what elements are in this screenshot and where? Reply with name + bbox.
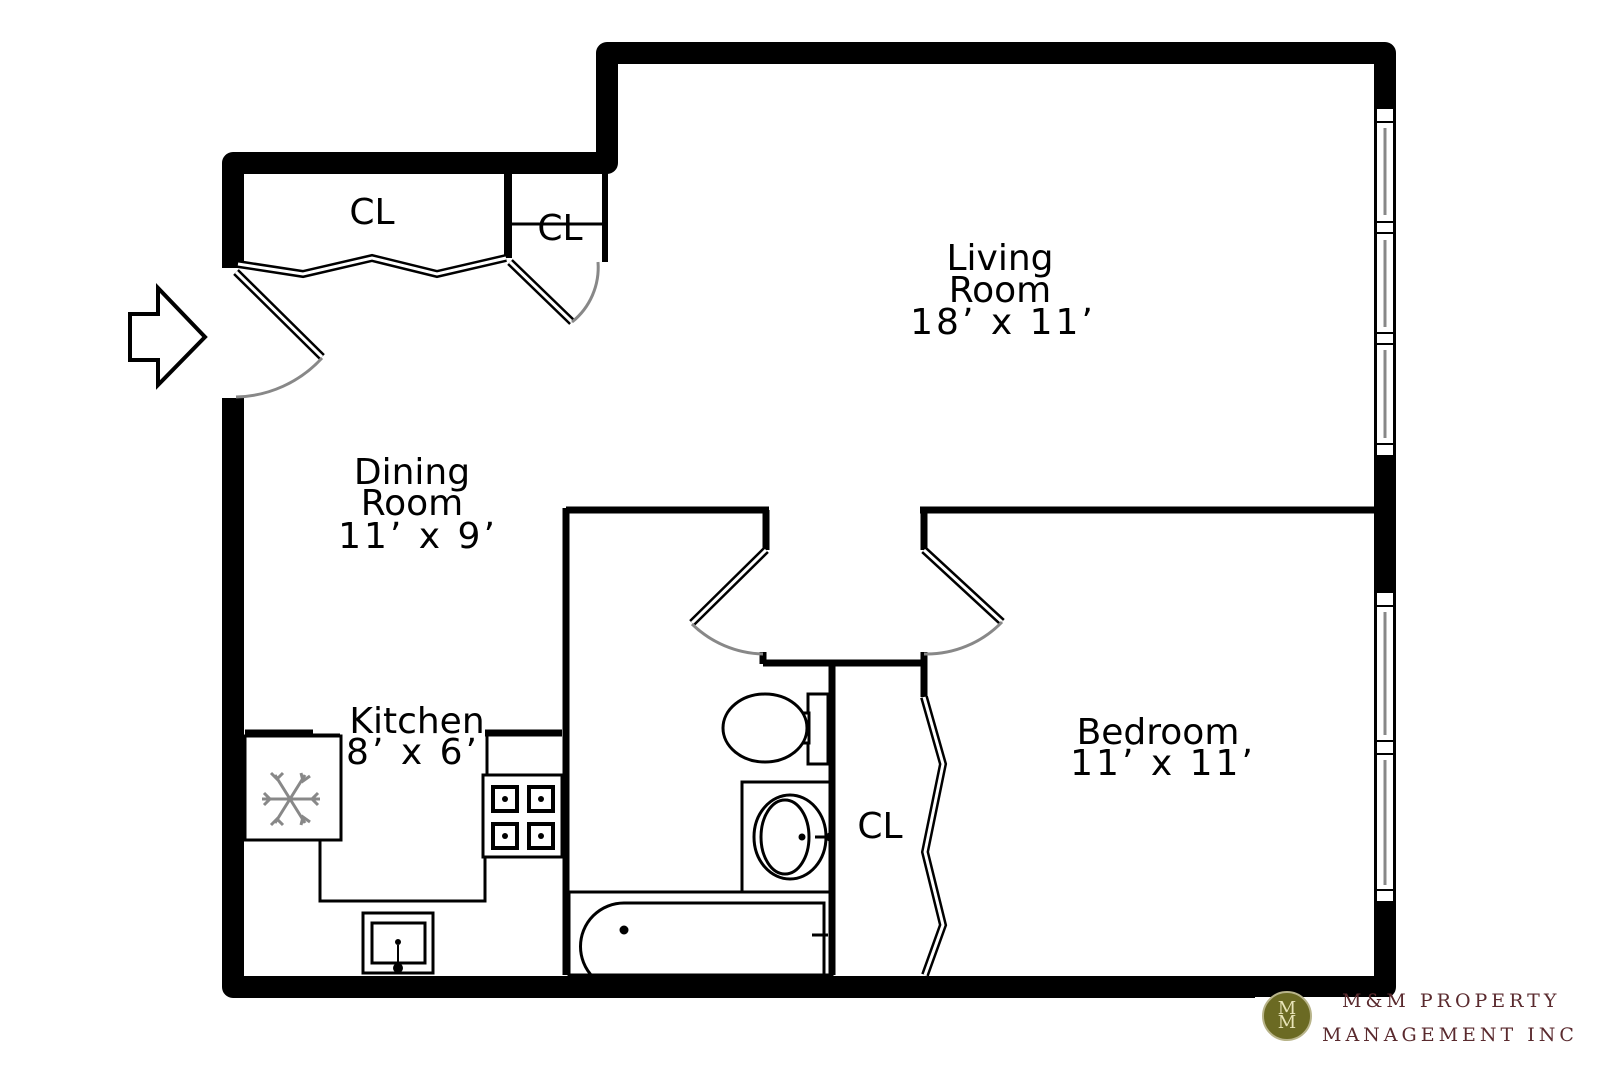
windows-bedroom bbox=[1375, 591, 1395, 903]
company-logo: M M bbox=[1262, 991, 1312, 1041]
closet-label-hall-small: CL bbox=[537, 208, 582, 249]
snowflake-icon bbox=[262, 771, 320, 827]
closet-label-hall-large: CL bbox=[349, 192, 394, 233]
dining-room-dims: 11’ x 9’ bbox=[338, 516, 498, 557]
kitchen-sink-icon bbox=[361, 911, 435, 975]
closet-label-bedroom: CL bbox=[857, 806, 902, 847]
dining-room-name-2: Room bbox=[361, 483, 464, 524]
living-room-dims: 18’ x 11’ bbox=[910, 302, 1096, 343]
room-labels: Living Room 18’ x 11’ Dining Room 11’ x … bbox=[338, 192, 1256, 847]
interior-walls bbox=[245, 173, 1374, 975]
kitchen-name: Kitchen bbox=[349, 701, 484, 742]
logo-monogram-bottom: M bbox=[1277, 1012, 1297, 1033]
dining-room-name-1: Dining bbox=[354, 452, 470, 493]
bathtub-icon bbox=[567, 890, 834, 992]
doors bbox=[233, 253, 1005, 977]
company-name-line2: MANAGEMENT INC bbox=[1322, 1024, 1578, 1046]
toilet-icon bbox=[721, 692, 830, 766]
stove-burners-icon bbox=[481, 773, 564, 859]
logo-monogram-top: M bbox=[1277, 998, 1297, 1019]
bedroom-name: Bedroom bbox=[1077, 712, 1240, 753]
windows-living bbox=[1375, 107, 1395, 457]
bedroom-dims: 11’ x 11’ bbox=[1070, 743, 1256, 784]
exterior-walls bbox=[222, 42, 1396, 998]
entry-arrow-icon bbox=[128, 283, 208, 390]
living-room-name-2: Room bbox=[949, 270, 1052, 311]
refrigerator bbox=[243, 734, 343, 842]
kitchen-dims: 8’ x 6’ bbox=[346, 732, 480, 773]
kitchen-counter bbox=[318, 778, 487, 903]
living-room-name-1: Living bbox=[946, 238, 1053, 279]
company-name-line1: M&M PROPERTY bbox=[1342, 990, 1561, 1012]
bathroom-sink-icon bbox=[740, 780, 835, 894]
